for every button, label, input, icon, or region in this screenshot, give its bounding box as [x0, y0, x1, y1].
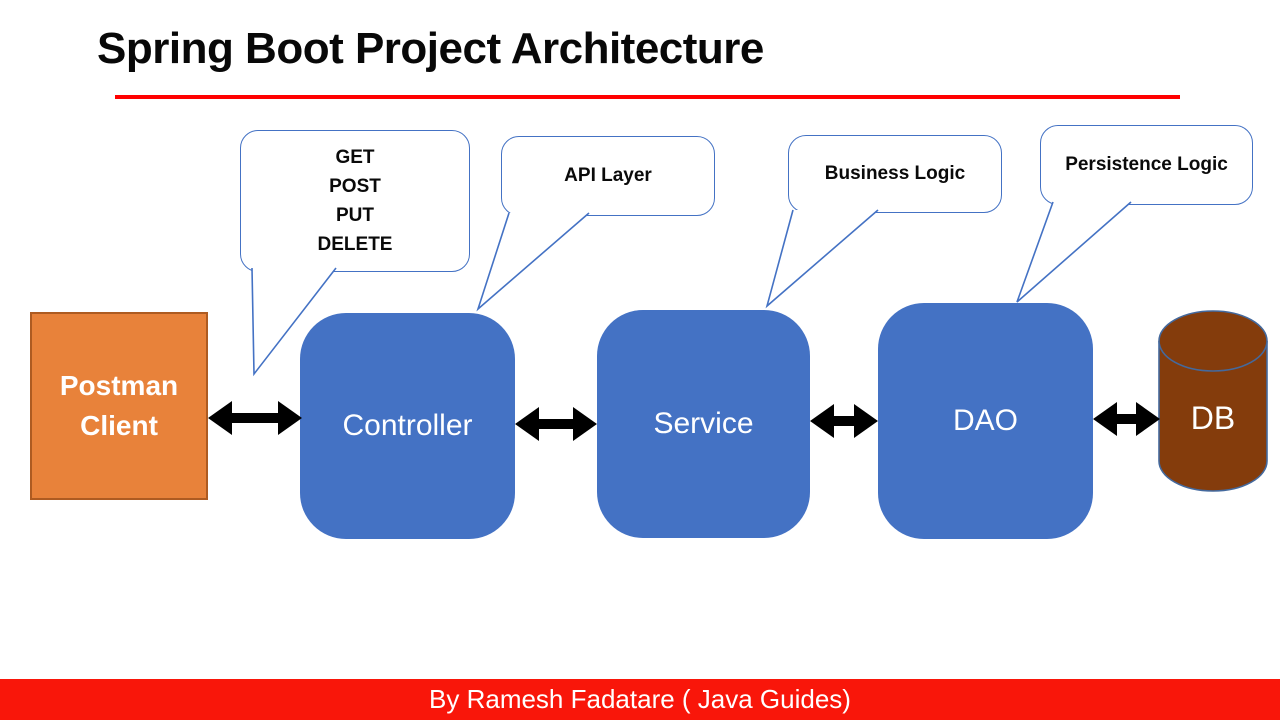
node-controller: Controller — [300, 313, 515, 539]
title-underline — [115, 95, 1180, 99]
callout-tail-api-layer — [476, 212, 590, 312]
arrow-service-dao — [810, 404, 878, 438]
callout-business-logic: Business Logic — [788, 135, 1002, 213]
arrow-dao-db — [1093, 402, 1160, 436]
callout-http-line-post: POST — [329, 176, 381, 197]
node-service-label: Service — [653, 407, 754, 440]
footer-bar: By Ramesh Fadatare ( Java Guides) — [0, 679, 1280, 720]
node-dao-label: DAO — [952, 404, 1018, 437]
node-postman-client-label-line2: Client — [80, 410, 158, 441]
page-title: Spring Boot Project Architecture — [97, 24, 764, 73]
node-dao: DAO — [878, 303, 1093, 539]
callout-http-methods: GET POST PUT DELETE — [240, 130, 470, 272]
callout-tail-persistence-logic — [1016, 201, 1132, 303]
callout-api-layer: API Layer — [501, 136, 715, 216]
callout-persistence-logic-label: Persistence Logic — [1065, 154, 1228, 175]
node-db-label: DB — [1190, 400, 1236, 436]
callout-persistence-logic: Persistence Logic — [1040, 125, 1253, 205]
node-postman-client-label-line1: Postman — [59, 370, 179, 401]
callout-http-line-delete: DELETE — [317, 234, 393, 255]
node-postman-client: Postman Client — [30, 312, 208, 500]
callout-business-logic-label: Business Logic — [824, 163, 966, 184]
callout-http-line-put: PUT — [336, 205, 374, 226]
arrow-controller-service — [515, 407, 597, 441]
callout-api-layer-label: API Layer — [564, 165, 652, 186]
arrow-postman-controller — [208, 401, 302, 435]
footer-credit: By Ramesh Fadatare ( Java Guides) — [429, 684, 851, 714]
callout-tail-business-logic — [765, 209, 879, 309]
callout-http-line-get: GET — [335, 147, 375, 168]
node-controller-label: Controller — [342, 409, 473, 442]
node-service: Service — [597, 310, 810, 538]
